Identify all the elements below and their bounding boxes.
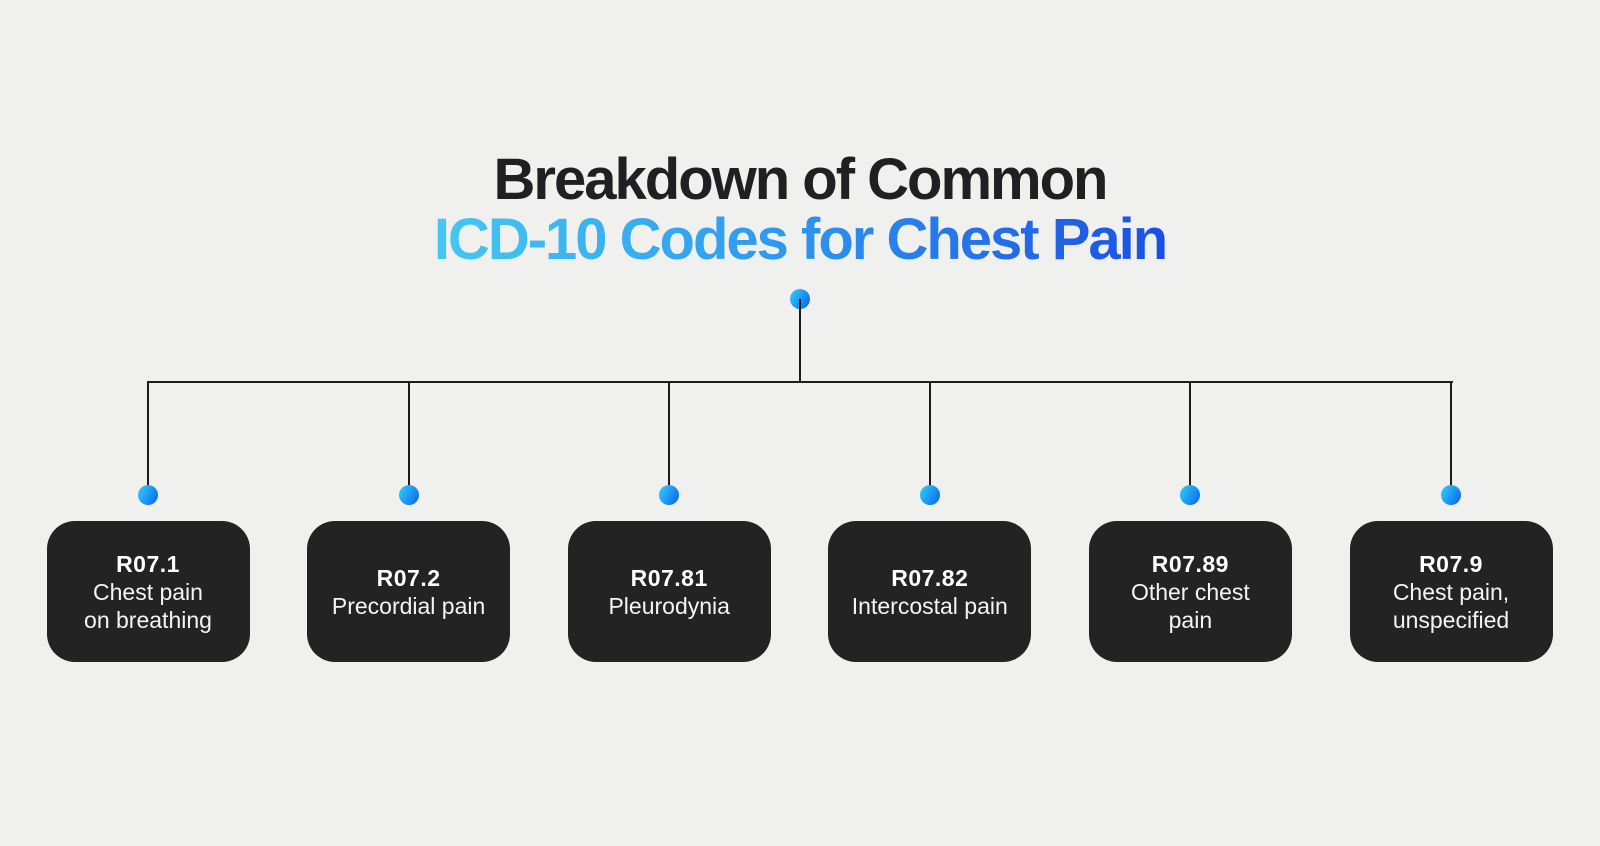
branch-node-dot (138, 485, 158, 505)
branch-node-dot (1441, 485, 1461, 505)
branch-connector-line (668, 381, 671, 489)
icd-code-description: Pleurodynia (608, 592, 730, 619)
icd-code: R07.89 (1151, 550, 1229, 577)
icd-code: R07.2 (376, 564, 441, 591)
branch-connector-line (407, 381, 410, 489)
branch-node-dot (919, 485, 940, 505)
icd-code: R07.81 (630, 564, 708, 591)
icd-code-description: Other chest pain (1130, 578, 1250, 633)
icd-code: R07.1 (116, 550, 180, 577)
branch-connector-line (1189, 381, 1192, 489)
branch-node-dot (398, 485, 419, 505)
title-line-accent: ICD-10 Codes for Chest Pain (433, 207, 1168, 272)
branch-node-dot (1180, 485, 1201, 505)
icd-code: R07.9 (1419, 550, 1483, 577)
trunk-connector-line (799, 299, 801, 383)
title-line-primary: Breakdown of Common (493, 147, 1109, 212)
icd-code-description: Precordial pain (331, 592, 486, 619)
icd-code: R07.82 (891, 564, 969, 591)
icd-code-description: Intercostal pain (851, 592, 1008, 619)
horizontal-connector-line (147, 381, 1453, 383)
branch-node-dot (659, 485, 680, 505)
branch-connector-line (1450, 381, 1452, 489)
branch-connector-line (928, 381, 931, 489)
icd-code-description: Chest pain on breathing (84, 578, 212, 633)
page-title: Breakdown of Common ICD-10 Codes for Che… (0, 150, 1600, 285)
branch-connector-line (147, 381, 149, 489)
icd-code-description: Chest pain, unspecified (1392, 578, 1510, 633)
